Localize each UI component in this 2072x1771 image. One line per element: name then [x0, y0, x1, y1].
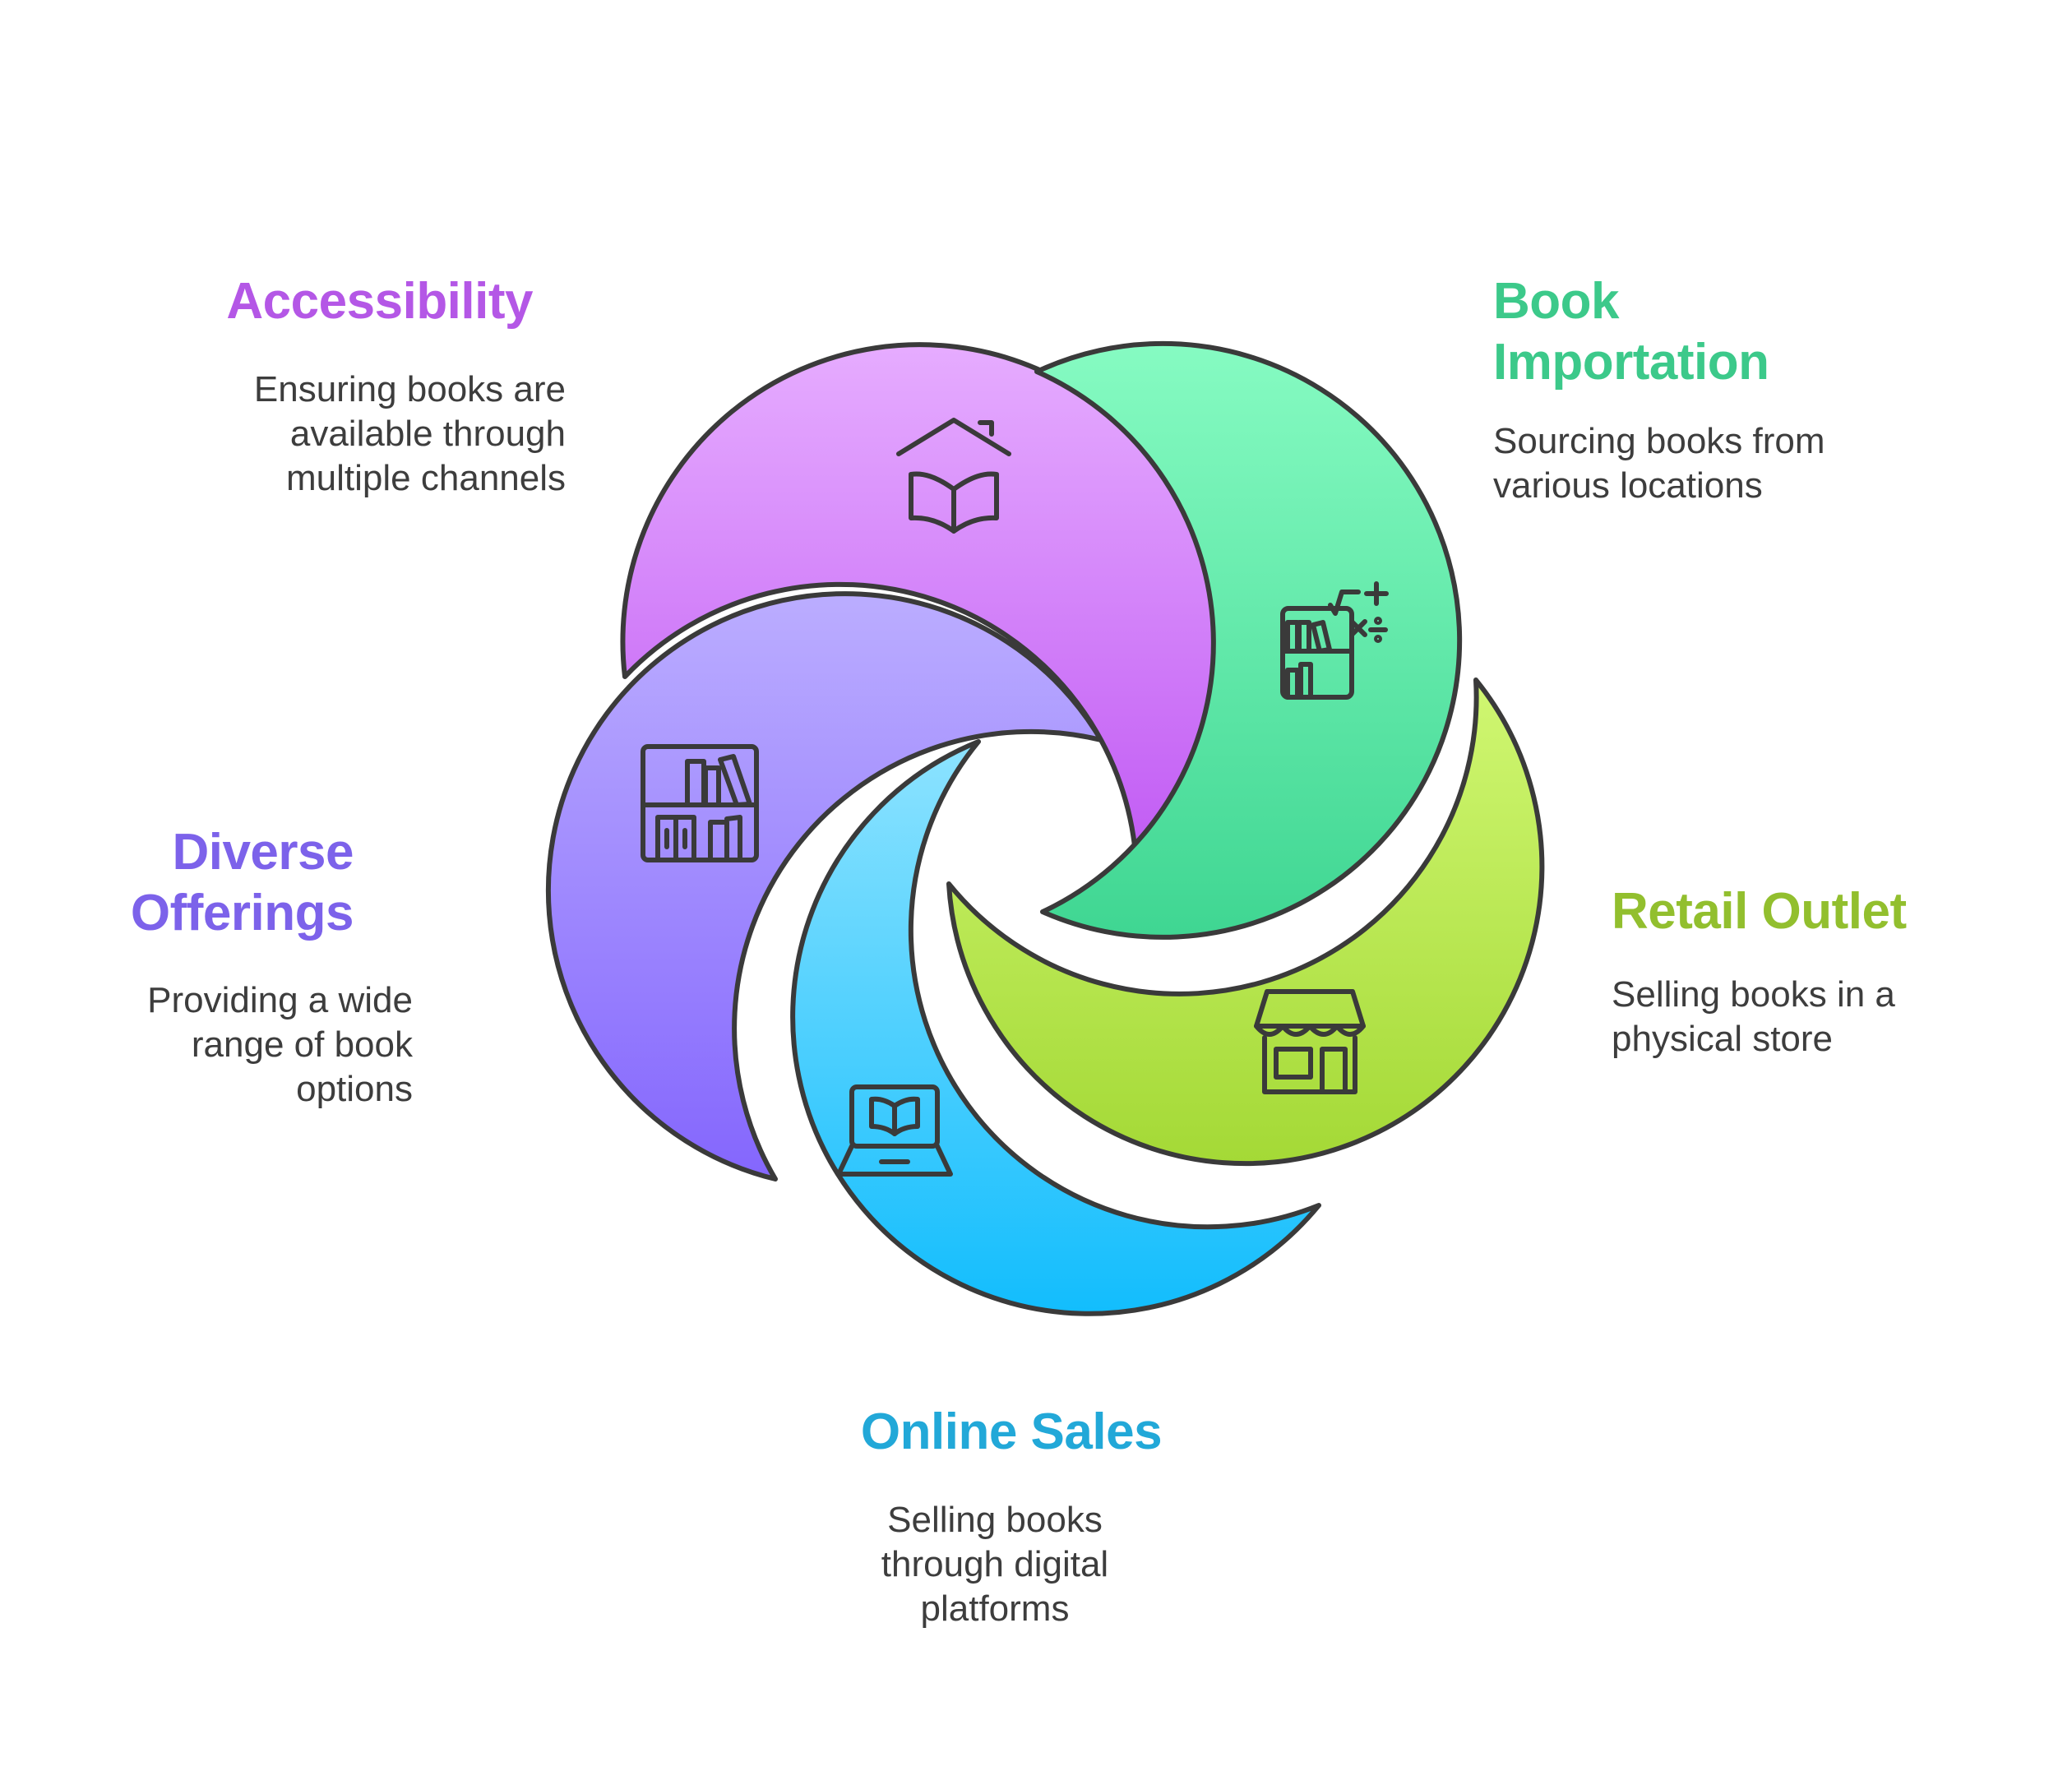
- description-line: various locations: [1493, 465, 1763, 506]
- description-line: platforms: [920, 1588, 1070, 1629]
- description-line: range of book: [191, 1024, 413, 1065]
- house-book-icon: [896, 418, 1011, 534]
- title-line: Importation: [1493, 334, 1769, 391]
- description-line: available through: [289, 414, 566, 454]
- description-line: Selling books: [887, 1500, 1103, 1540]
- description-retail-outlet: Selling books in a physical store: [1612, 973, 2039, 1061]
- description-line: Providing a wide: [147, 980, 413, 1020]
- description-line: Sourcing books from: [1493, 421, 1825, 461]
- description-diverse-offerings: Providing a wide range of book options: [66, 978, 413, 1112]
- description-line: through digital: [881, 1544, 1109, 1584]
- title-online-sales: Online Sales: [860, 1403, 1163, 1460]
- description-book-importation: Sourcing books from various locations: [1493, 419, 1921, 508]
- description-line: options: [296, 1069, 413, 1109]
- description-line: multiple channels: [286, 458, 566, 498]
- title-line: Offerings: [130, 885, 354, 941]
- title-line: Diverse: [172, 824, 354, 881]
- crescent-diverse-offerings: [545, 591, 1103, 1181]
- bookshelf-math-icon: [1280, 581, 1389, 700]
- bookcase-icon: [641, 744, 759, 862]
- title-diverse-offerings: Diverse Offerings: [82, 822, 354, 944]
- title-accessibility: Accessibility: [226, 273, 533, 330]
- crescent-book-importation: [1034, 340, 1463, 940]
- laptop-book-icon: [836, 1084, 953, 1177]
- title-retail-outlet: Retail Outlet: [1612, 883, 1907, 940]
- title-book-importation: Book Importation: [1493, 271, 1904, 393]
- title-line: Book: [1493, 273, 1620, 330]
- description-accessibility: Ensuring books are available through mul…: [138, 368, 566, 501]
- crescent-online-sales: [790, 739, 1321, 1316]
- description-line: physical store: [1612, 1019, 1834, 1059]
- storefront-icon: [1254, 989, 1366, 1094]
- crescent-retail-outlet: [946, 677, 1545, 1167]
- description-line: Ensuring books are: [253, 369, 566, 409]
- description-online-sales: Selling books through digital platforms: [789, 1498, 1200, 1631]
- description-line: Selling books in a: [1612, 974, 1895, 1015]
